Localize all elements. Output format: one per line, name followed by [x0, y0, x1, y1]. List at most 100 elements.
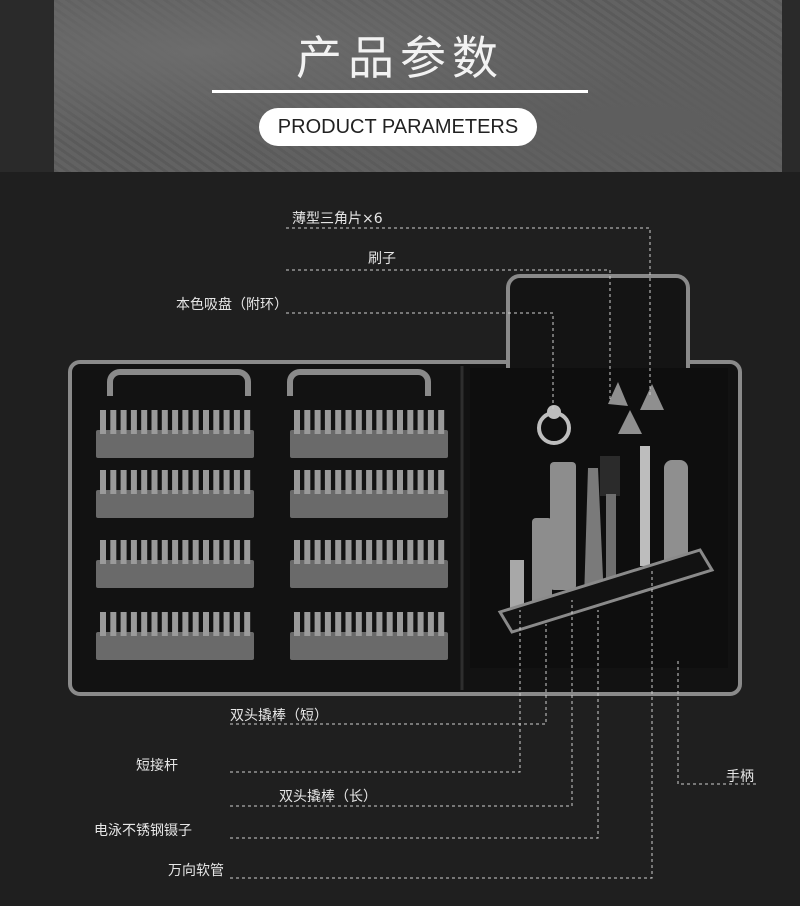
bit	[324, 540, 331, 564]
bit	[182, 540, 189, 564]
bit	[314, 410, 321, 434]
bit	[407, 612, 414, 636]
bit	[355, 470, 362, 494]
bit	[314, 540, 321, 564]
bit	[172, 540, 179, 564]
bit-holder	[96, 490, 254, 518]
bit	[172, 410, 179, 434]
bit	[345, 612, 352, 636]
bit	[417, 540, 424, 564]
bit	[314, 470, 321, 494]
bit-holder	[290, 490, 448, 518]
bit	[192, 540, 199, 564]
bit	[335, 540, 342, 564]
bit	[192, 410, 199, 434]
bit	[233, 470, 240, 494]
bit-holder	[96, 560, 254, 588]
bit	[203, 540, 209, 564]
bit	[438, 470, 445, 494]
bit	[397, 540, 403, 564]
bit	[100, 470, 106, 494]
callout-handle: 手柄	[726, 769, 754, 785]
bit	[397, 612, 403, 636]
title-divider	[212, 90, 588, 93]
bit	[366, 612, 373, 636]
bit	[172, 612, 179, 636]
bit	[151, 410, 158, 434]
bit	[376, 540, 383, 564]
bit	[110, 612, 117, 636]
bit	[386, 470, 393, 494]
bit	[182, 612, 189, 636]
bit	[427, 470, 434, 494]
bit	[213, 612, 220, 636]
bit	[120, 612, 127, 636]
bit	[397, 410, 403, 434]
leather-texture	[54, 0, 782, 172]
bit-holder	[290, 560, 448, 588]
bit-holder	[290, 430, 448, 458]
bit	[120, 410, 127, 434]
bit	[161, 540, 168, 564]
bit	[417, 470, 424, 494]
bit	[355, 612, 362, 636]
bit	[223, 540, 230, 564]
bit	[345, 540, 352, 564]
bit	[223, 470, 230, 494]
bit	[438, 410, 445, 434]
bit	[407, 410, 414, 434]
bit	[213, 540, 220, 564]
right-tools	[470, 368, 728, 668]
bit	[304, 612, 311, 636]
bit	[407, 540, 414, 564]
bit	[376, 410, 383, 434]
bit	[203, 410, 209, 434]
page-title: 产品参数	[296, 31, 504, 85]
bit	[213, 410, 220, 434]
bit	[244, 540, 251, 564]
subtitle-pill	[259, 108, 537, 146]
bit	[110, 470, 117, 494]
bit	[294, 612, 300, 636]
bit	[345, 410, 352, 434]
bit	[427, 612, 434, 636]
bit	[407, 470, 414, 494]
bit	[386, 612, 393, 636]
bit	[161, 470, 168, 494]
bit	[244, 470, 251, 494]
bit	[324, 470, 331, 494]
bit	[161, 612, 168, 636]
bit	[110, 540, 117, 564]
bit	[223, 410, 230, 434]
bit	[130, 540, 137, 564]
callout-short-rod: 短接杆	[136, 758, 178, 774]
bit	[417, 410, 424, 434]
header-banner: 产品参数 PRODUCT PARAMETERS	[0, 0, 800, 172]
bit	[324, 612, 331, 636]
bit	[192, 612, 199, 636]
bit	[397, 470, 403, 494]
bit	[304, 410, 311, 434]
bit	[366, 410, 373, 434]
bit	[203, 470, 209, 494]
callout-tweezers: 电泳不锈钢镊子	[94, 823, 192, 839]
bit	[427, 540, 434, 564]
bit	[304, 540, 311, 564]
bit	[151, 612, 158, 636]
bit	[376, 612, 383, 636]
bit	[244, 410, 251, 434]
bit	[130, 612, 137, 636]
bit	[324, 410, 331, 434]
callout-brush: 刷子	[368, 251, 396, 267]
bit	[335, 612, 342, 636]
bit	[130, 470, 137, 494]
bit	[335, 470, 342, 494]
bit	[376, 470, 383, 494]
bit	[314, 612, 321, 636]
bit-holder	[96, 430, 254, 458]
bit	[294, 410, 300, 434]
bit	[438, 612, 445, 636]
bit	[172, 470, 179, 494]
bit-holder	[290, 632, 448, 660]
leader-lines	[230, 227, 756, 879]
